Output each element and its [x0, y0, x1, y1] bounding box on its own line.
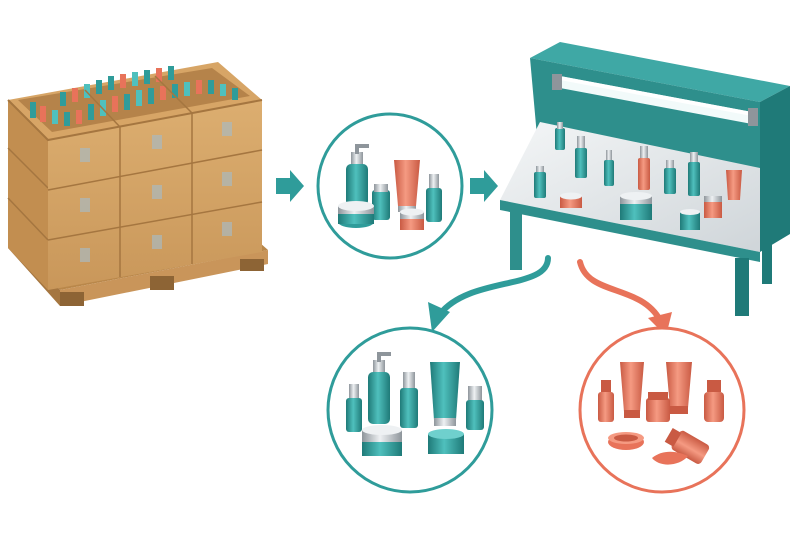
box-stack: [7, 62, 263, 290]
reject-arrow: [577, 259, 672, 336]
flow-arrow-2: [470, 170, 498, 202]
mixed-cosmetics-icon: [338, 144, 442, 230]
pallet-of-boxes-icon: [7, 62, 268, 306]
rejected-products-circle: [578, 326, 746, 494]
incoming-sample-circle: [316, 112, 464, 260]
lamp-icon: [552, 74, 758, 126]
inspection-table-icon: [500, 42, 790, 316]
accepted-products-circle: [326, 326, 494, 494]
flow-arrow-1: [276, 170, 304, 202]
coral-cosmetics-icon: [598, 362, 724, 465]
accept-arrow: [428, 255, 551, 332]
teal-cosmetics-icon: [346, 352, 484, 456]
boxed-bottles: [30, 66, 238, 126]
table-products: [534, 122, 742, 230]
